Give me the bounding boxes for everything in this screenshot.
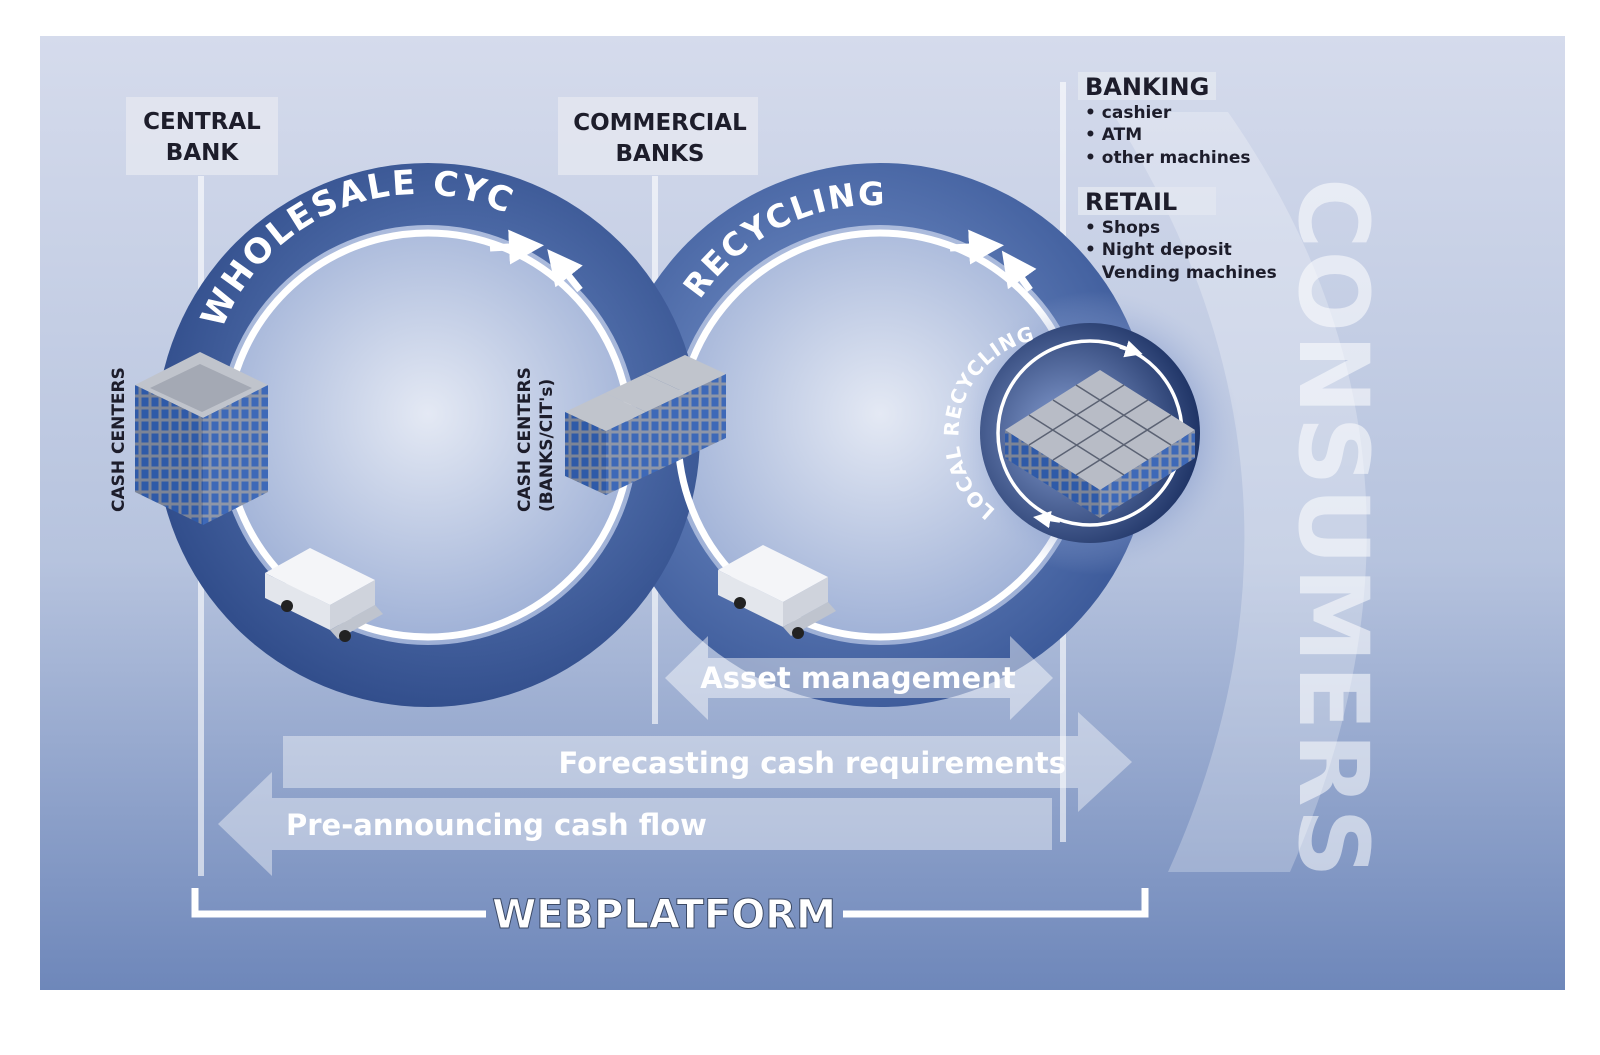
central-bank-box xyxy=(126,97,278,175)
retail-heading-box xyxy=(1078,187,1216,215)
recycling-arrow-up xyxy=(1001,250,1037,293)
webplatform-bracket-right xyxy=(843,888,1149,918)
wholesale-arrow-up xyxy=(547,249,583,293)
webplatform-bracket-left xyxy=(191,888,486,918)
commercial-banks-box xyxy=(558,97,758,175)
banking-item-atm: • ATM xyxy=(1085,125,1142,145)
local-arrow-bottom xyxy=(1033,510,1061,529)
banking-heading-box xyxy=(1078,72,1216,100)
consumers-band xyxy=(1112,112,1367,872)
retail-item-shops: • Shops xyxy=(1085,218,1160,238)
wholesale-truck-icon xyxy=(265,548,383,642)
recycling-ring-inner xyxy=(670,225,1090,645)
retail-item-vending-machines: • Vending machines xyxy=(1085,263,1277,283)
retail-item-night-deposit: • Night deposit xyxy=(1085,240,1232,260)
wholesale-ring-inner xyxy=(218,225,638,645)
wholesale-arrow-right xyxy=(489,229,544,265)
central-bank-line2: BANK xyxy=(166,140,240,166)
forecasting-label: Forecasting cash requirements xyxy=(558,746,1066,780)
banking-item-cashier: • cashier xyxy=(1085,103,1172,123)
webplatform-label: WEBPLATFORM xyxy=(492,892,836,938)
cash-centers-banks-line1: CASH CENTERS xyxy=(515,367,535,512)
commercial-banks-line1: COMMERCIAL xyxy=(573,110,747,136)
central-bank-line1: CENTRAL xyxy=(143,109,261,135)
local-arrow-top xyxy=(1119,340,1143,358)
recycling-truck-icon xyxy=(718,545,836,639)
central-bank-building-icon xyxy=(135,352,268,525)
banking-item-other-machines: • other machines xyxy=(1085,148,1250,168)
retail-heading: RETAIL xyxy=(1085,188,1177,216)
commercial-banks-buildings-icon xyxy=(565,355,726,495)
recycling-arrow-right xyxy=(949,229,1004,265)
local-buildings-icon xyxy=(1005,370,1195,518)
preannouncing-label: Pre-announcing cash flow xyxy=(286,808,707,842)
cash-centers-label: CASH CENTERS xyxy=(109,367,129,512)
preannouncing-arrow xyxy=(218,772,1052,876)
forecasting-arrow xyxy=(283,712,1132,812)
commercial-banks-line2: BANKS xyxy=(616,141,705,167)
consumers-label: CONSUMERS xyxy=(1277,178,1389,880)
cash-centers-banks-line2: (BANKS/CIT's) xyxy=(537,379,557,512)
asset-management-arrow xyxy=(665,636,1053,720)
banking-heading: BANKING xyxy=(1085,73,1209,101)
asset-management-label: Asset management xyxy=(700,661,1016,695)
